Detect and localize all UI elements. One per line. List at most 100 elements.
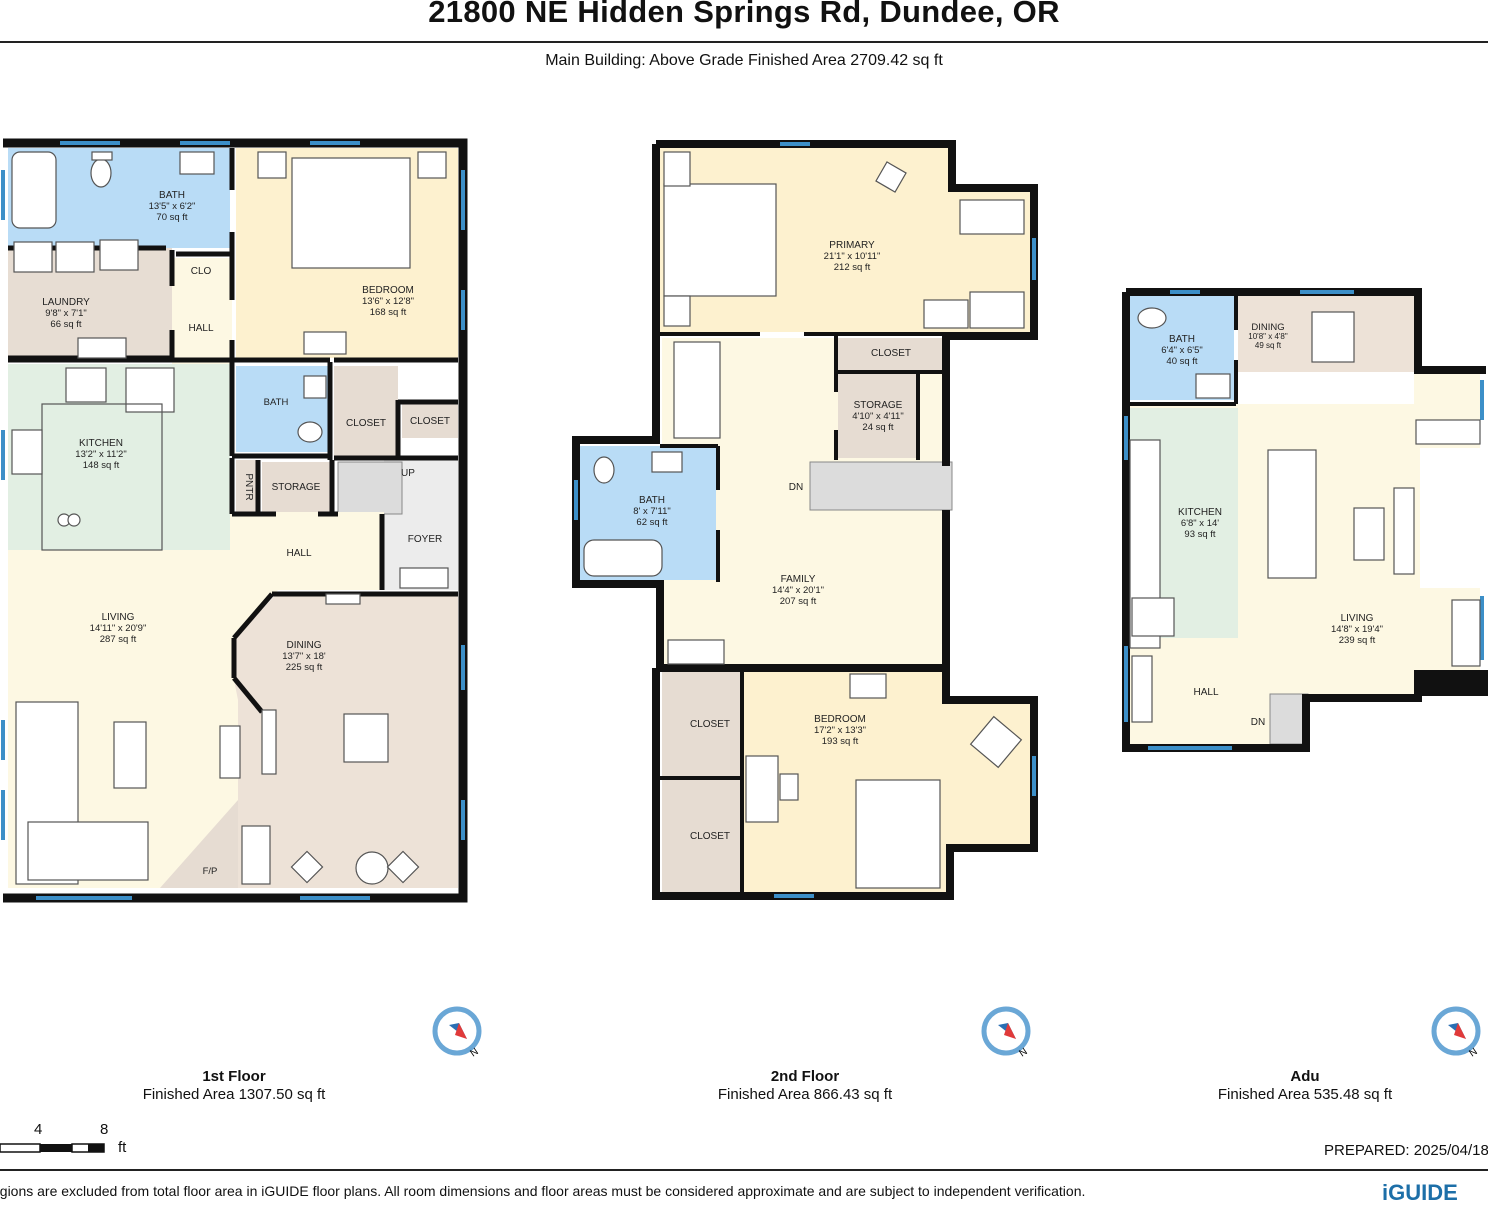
room-kitchen-dims: 13'2" x 11'2" <box>75 449 126 460</box>
room-bath-adu-name: BATH <box>1169 334 1195 345</box>
room-dining-area: 225 sq ft <box>286 662 323 673</box>
fixtures-adu <box>1129 307 1481 723</box>
room-kitchen-fill <box>8 364 230 550</box>
floor-plan-adu: BATH 6'4" x 6'5" 40 sq ft DINING 10'8" x… <box>1122 288 1488 752</box>
room-bath3-dims: 8' x 7'11" <box>633 506 670 517</box>
floor-adu-name: Adu <box>1290 1068 1320 1085</box>
room-bath-adu-dims: 6'4" x 6'5" <box>1161 345 1203 356</box>
page-title: 21800 NE Hidden Springs Rd, Dundee, OR <box>428 0 1060 29</box>
room-closet-b-name: CLOSET <box>690 831 730 842</box>
scale-tick-4: 4 <box>34 1121 43 1138</box>
windows-1st <box>1 141 465 900</box>
room-dining-name: DINING <box>287 640 322 651</box>
floor-1st-name: 1st Floor <box>202 1068 266 1085</box>
floor-2nd-name: 2nd Floor <box>770 1068 840 1085</box>
walls-2nd-interior <box>660 332 946 892</box>
fireplace-fill <box>160 800 238 888</box>
room-bath-dims: 13'5" x 6'2" <box>149 201 196 212</box>
room-primary-dims: 21'1" x 10'11" <box>824 251 881 262</box>
stairs-dn-label: DN <box>789 482 803 493</box>
scale-bar <box>0 1143 105 1153</box>
windows-adu <box>1124 290 1484 750</box>
scale-tick-8: 8 <box>100 1121 109 1138</box>
room-living-name: LIVING <box>102 612 135 623</box>
room-family-area: 207 sq ft <box>780 596 817 607</box>
floor-plan-2nd: PRIMARY 21'1" x 10'11" 212 sq ft CLOSET … <box>572 140 1038 900</box>
stairs-1st-fill <box>337 461 403 515</box>
room-bath-adu-area: 40 sq ft <box>1166 356 1198 367</box>
compass-2nd-north-label: N <box>1017 1046 1029 1059</box>
footer-divider <box>0 1169 1488 1171</box>
fixtures-2nd <box>583 151 1025 889</box>
room-dining-adu-dims: 10'8" x 4'8" <box>1248 332 1288 341</box>
room-bath3-name: BATH <box>639 495 665 506</box>
room-bath-name: BATH <box>159 190 185 201</box>
compass-1st-icon: N <box>432 1006 482 1059</box>
room-storage2-area: 24 sq ft <box>862 422 894 433</box>
room-living-dims: 14'11" x 20'9" <box>90 623 147 634</box>
compass-1st-north-label: N <box>468 1046 480 1059</box>
compass-adu-icon: N <box>1431 1006 1481 1059</box>
compass-2nd-icon: N <box>981 1006 1031 1059</box>
room-closet2-name: CLOSET <box>410 416 450 427</box>
room-bedroom2-dims: 17'2" x 13'3" <box>814 725 866 736</box>
room-dining-adu-area: 49 sq ft <box>1255 341 1282 350</box>
room-laundry-dims: 9'8" x 7'1" <box>45 308 87 319</box>
room-primary-area: 212 sq ft <box>834 262 871 273</box>
room-kitchen-adu-name: KITCHEN <box>1178 507 1222 518</box>
room-kitchen-adu-area: 93 sq ft <box>1184 529 1216 540</box>
floor-adu-area: Finished Area 535.48 sq ft <box>1217 1086 1393 1103</box>
room-dining-adu-name: DINING <box>1251 322 1284 333</box>
room-storage-fill <box>262 462 330 512</box>
scale-unit: ft <box>118 1139 127 1156</box>
room-family-dims: 14'4" x 20'1" <box>772 585 824 596</box>
room-hall-fill <box>172 258 232 366</box>
room-bath-area: 70 sq ft <box>156 212 188 223</box>
disclaimer-text: egions are excluded from total floor are… <box>0 1183 1086 1199</box>
room-bath3-area: 62 sq ft <box>636 517 668 528</box>
room-storage2-name: STORAGE <box>854 400 903 411</box>
room-clo-name: CLO <box>191 266 212 277</box>
room-storage2-fill <box>838 374 918 458</box>
room-closet-top-fill <box>838 338 944 370</box>
wall-adu-corner <box>1414 670 1488 696</box>
fixtures-1st <box>11 151 449 885</box>
windows-2nd <box>574 142 1036 898</box>
room-laundry-name: LAUNDRY <box>42 297 90 308</box>
room-living-area: 287 sq ft <box>100 634 137 645</box>
title-divider <box>0 41 1488 43</box>
brand-logo: iGUIDE <box>1382 1180 1458 1205</box>
room-family-name: FAMILY <box>781 574 816 585</box>
floor-plan-1st: BATH 13'5" x 6'2" 70 sq ft BEDROOM 13'6"… <box>1 138 468 903</box>
room-dining-dims: 13'7" x 18' <box>282 651 326 662</box>
room-hall2-name: HALL <box>286 548 311 559</box>
stairs-up-label: UP <box>401 468 415 479</box>
room-kitchen-area: 148 sq ft <box>83 460 120 471</box>
room-closet1-name: CLOSET <box>346 418 386 429</box>
room-closet1-fill <box>334 366 398 460</box>
room-living-fill <box>8 512 384 888</box>
room-closet-a-fill <box>662 672 740 776</box>
room-closet-b-fill <box>662 780 740 892</box>
room-living-adu-name: LIVING <box>1341 613 1374 624</box>
room-bedroom-area: 168 sq ft <box>370 307 407 318</box>
prepared-date: PREPARED: 2025/04/18 <box>1324 1142 1488 1159</box>
stairs-adu-dn-label: DN <box>1251 717 1265 728</box>
room-bedroom2-name: BEDROOM <box>814 714 866 725</box>
room-hall1-name: HALL <box>188 323 213 334</box>
fireplace-label: F/P <box>203 866 218 877</box>
room-kitchen-name: KITCHEN <box>79 438 123 449</box>
room-foyer-name: FOYER <box>408 534 442 545</box>
room-closet-a-name: CLOSET <box>690 719 730 730</box>
room-closet-top-name: CLOSET <box>871 348 911 359</box>
room-primary-name: PRIMARY <box>829 240 875 251</box>
floor-2nd-area: Finished Area 866.43 sq ft <box>717 1086 893 1103</box>
room-living-adu-area: 239 sq ft <box>1339 635 1376 646</box>
room-bedroom-dims: 13'6" x 12'8" <box>362 296 414 307</box>
room-pntr-fill <box>236 460 258 512</box>
room-bath2-name: BATH <box>264 397 289 408</box>
room-kitchen-adu-dims: 6'8" x 14' <box>1181 518 1219 529</box>
room-storage2-dims: 4'10" x 4'11" <box>852 411 903 422</box>
room-pntr-name: PNTR <box>243 473 254 500</box>
